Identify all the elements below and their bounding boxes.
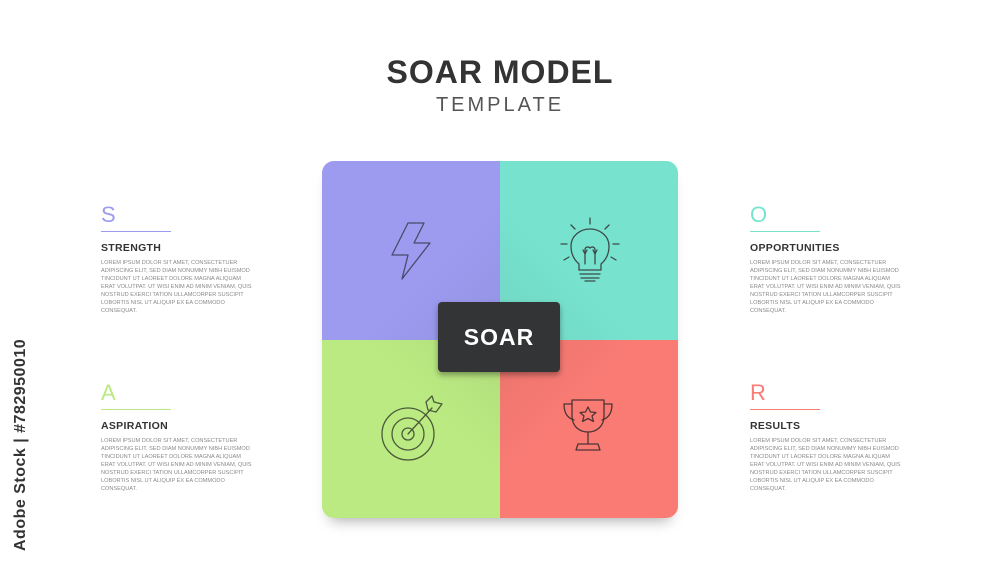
section-heading: RESULTS (750, 420, 801, 432)
section-heading: ASPIRATION (101, 420, 168, 432)
target-icon (381, 394, 443, 461)
section-results: R RESULTS LOREM IPSUM DOLOR SIT AMET, CO… (750, 380, 902, 493)
section-strength: S STRENGTH LOREM IPSUM DOLOR SIT AMET, C… (101, 202, 253, 315)
page-title: SOAR MODEL (386, 54, 614, 90)
section-heading: STRENGTH (101, 242, 162, 254)
lightbulb-icon (560, 217, 620, 282)
section-body: LOREM IPSUM DOLOR SIT AMET, CONSECTETUER… (101, 438, 252, 492)
section-divider (101, 409, 171, 410)
section-body: LOREM IPSUM DOLOR SIT AMET, CONSECTETUER… (750, 260, 901, 314)
section-body: LOREM IPSUM DOLOR SIT AMET, CONSECTETUER… (101, 260, 252, 314)
section-heading: OPPORTUNITIES (750, 242, 840, 254)
section-letter: R (750, 380, 766, 405)
stock-id-label: Adobe Stock | #782950010 (12, 338, 29, 552)
section-divider (750, 231, 820, 232)
page-subtitle: TEMPLATE (435, 94, 565, 116)
section-divider (750, 409, 820, 410)
trophy-icon (563, 398, 613, 451)
section-body: LOREM IPSUM DOLOR SIT AMET, CONSECTETUER… (750, 438, 901, 492)
lightning-icon (391, 222, 431, 280)
section-opportunities: O OPPORTUNITIES LOREM IPSUM DOLOR SIT AM… (750, 202, 902, 315)
section-aspiration: A ASPIRATION LOREM IPSUM DOLOR SIT AMET,… (101, 380, 253, 493)
section-letter: S (101, 202, 116, 227)
center-label: SOAR (438, 302, 560, 372)
section-divider (101, 231, 171, 232)
section-letter: A (101, 380, 116, 405)
section-letter: O (750, 202, 768, 227)
